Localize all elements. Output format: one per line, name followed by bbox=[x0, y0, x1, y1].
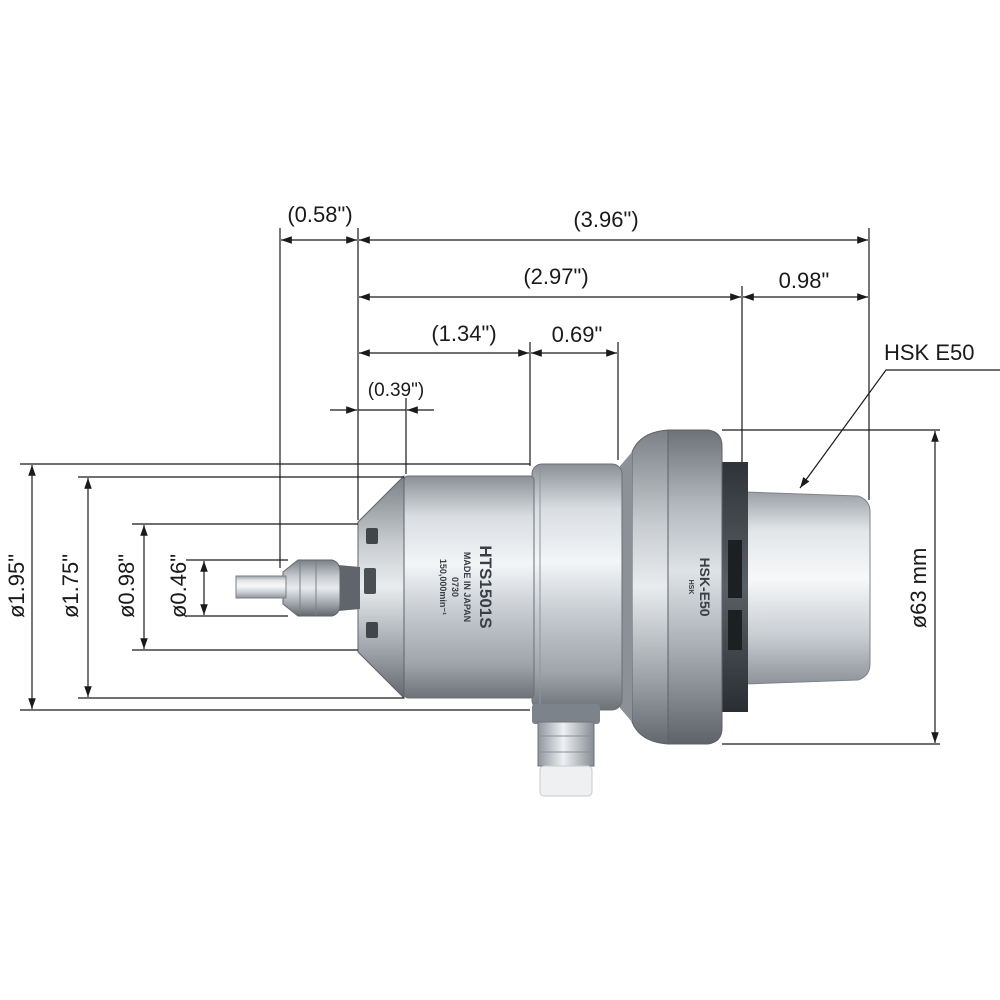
hsk-leader-line bbox=[799, 369, 1000, 489]
collet-nut bbox=[338, 565, 360, 611]
label-front-length: (1.34") bbox=[431, 321, 496, 346]
dimension-lines bbox=[20, 228, 1000, 745]
label-front-diameter: ø0.98" bbox=[114, 554, 139, 618]
engraving-model: HTS1501S bbox=[476, 545, 495, 628]
label-collet-diameter: ø0.46" bbox=[166, 554, 191, 618]
engraving-line3: 150,000min⁻¹ bbox=[438, 559, 448, 615]
label-hsk-callout: HSK E50 bbox=[884, 340, 975, 365]
body-engraving: HTS1501S MADE IN JAPAN 0730 150,000min⁻¹ bbox=[438, 545, 495, 628]
ring-section bbox=[531, 463, 623, 711]
air-fitting bbox=[532, 704, 600, 797]
collet bbox=[282, 559, 341, 617]
flange-engraving: HSK-E50 HSK bbox=[687, 557, 713, 616]
flange bbox=[667, 429, 723, 745]
dimension-labels: (0.58") (3.96") (2.97") 0.98" (1.34") 0.… bbox=[4, 202, 975, 628]
label-shank-length: 0.98" bbox=[779, 268, 830, 293]
label-ring-length: 0.69" bbox=[552, 322, 603, 347]
label-nose-cone: (0.39") bbox=[368, 380, 424, 401]
label-body-diameter: ø1.75" bbox=[58, 554, 83, 618]
label-nose-length: (0.58") bbox=[287, 202, 352, 227]
spindle-illustration: HTS1501S MADE IN JAPAN 0730 150,000min⁻¹… bbox=[235, 429, 871, 797]
engraving-line1: MADE IN JAPAN bbox=[462, 552, 472, 622]
hsk-shank bbox=[744, 491, 871, 685]
engraving-line2: 0730 bbox=[450, 577, 460, 597]
tool-shaft bbox=[235, 575, 287, 599]
label-body-to-shank: (2.97") bbox=[523, 264, 588, 289]
flange-mark: HSK-E50 bbox=[697, 557, 713, 616]
flange-sub: HSK bbox=[687, 580, 694, 595]
label-flange-diameter: ø1.95" bbox=[4, 554, 29, 618]
label-shank-diameter: ø63 mm bbox=[906, 548, 931, 629]
label-overall-length: (3.96") bbox=[573, 207, 638, 232]
flange-taper bbox=[631, 429, 669, 745]
